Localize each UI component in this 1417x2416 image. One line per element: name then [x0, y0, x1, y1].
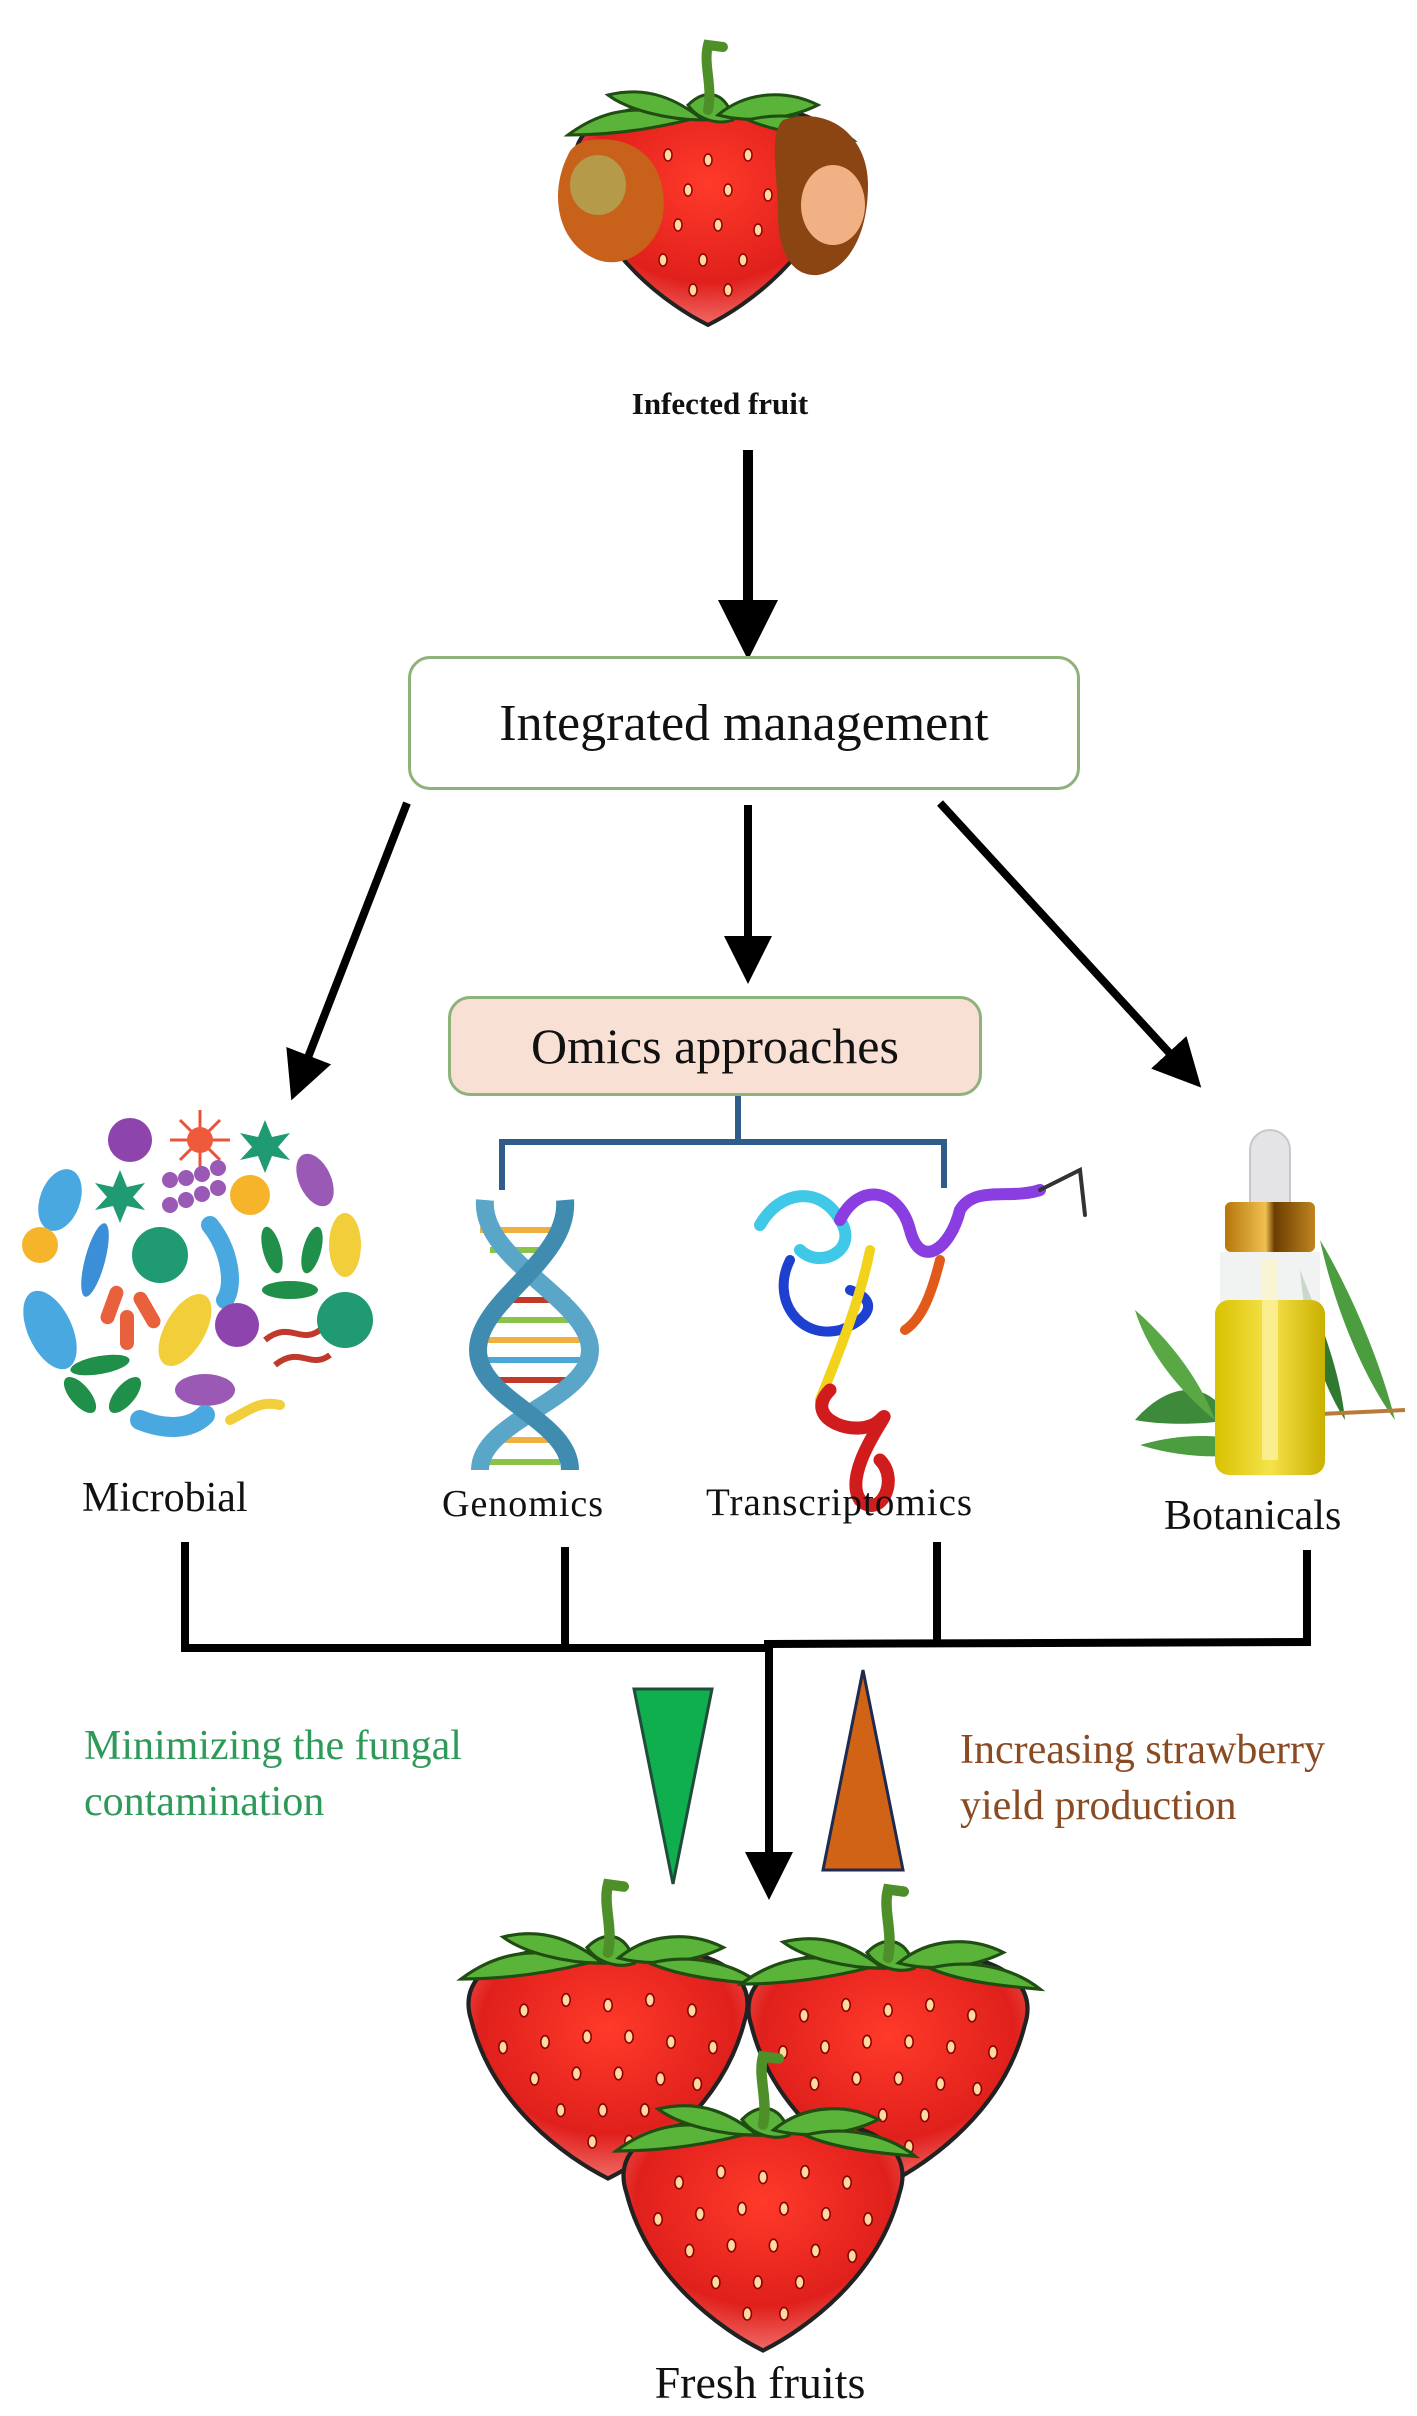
- infected-fruit-label: Infected fruit: [631, 386, 809, 421]
- increasing-line-1: Increasing strawberry: [960, 1727, 1325, 1773]
- fresh-fruits-label: Fresh fruits: [654, 2357, 866, 2408]
- increase-indicator-triangle: [821, 1669, 905, 1872]
- rna-structure-illustration: [754, 1166, 1087, 1512]
- minimizing-line-2: contamination: [84, 1779, 325, 1825]
- integrated-management-node: Integrated management: [408, 656, 1080, 790]
- omics-connector: [499, 1096, 947, 1190]
- minimizing-contamination-label: Minimizing the fungal contamination: [84, 1718, 462, 1830]
- dna-helix-illustration: [468, 1199, 600, 1472]
- infected-strawberry-illustration: [558, 45, 868, 325]
- convergence-connector: [181, 1542, 1312, 1652]
- microbial-label: Microbial: [82, 1475, 248, 1521]
- omics-approaches-node: Omics approaches: [448, 996, 982, 1096]
- minimizing-line-1: Minimizing the fungal: [84, 1723, 462, 1769]
- transcriptomics-label: Transcriptomics: [706, 1481, 974, 1524]
- integrated-management-label: Integrated management: [499, 694, 989, 752]
- increasing-line-2: yield production: [960, 1783, 1237, 1829]
- increasing-yield-label: Increasing strawberry yield production: [960, 1722, 1325, 1834]
- decrease-indicator-triangle: [632, 1687, 714, 1885]
- arrow-to-microbial: [286, 801, 411, 1101]
- arrow-to-botanicals-line: [937, 800, 1202, 1088]
- botanicals-label: Botanicals: [1164, 1493, 1342, 1539]
- genomics-label: Genomics: [442, 1483, 605, 1525]
- microbes-illustration: [22, 1110, 373, 1437]
- omics-approaches-label: Omics approaches: [531, 1018, 899, 1074]
- essential-oil-bottle-illustration: [1135, 1129, 1406, 1475]
- fresh-strawberries-illustration: [461, 1885, 1040, 2351]
